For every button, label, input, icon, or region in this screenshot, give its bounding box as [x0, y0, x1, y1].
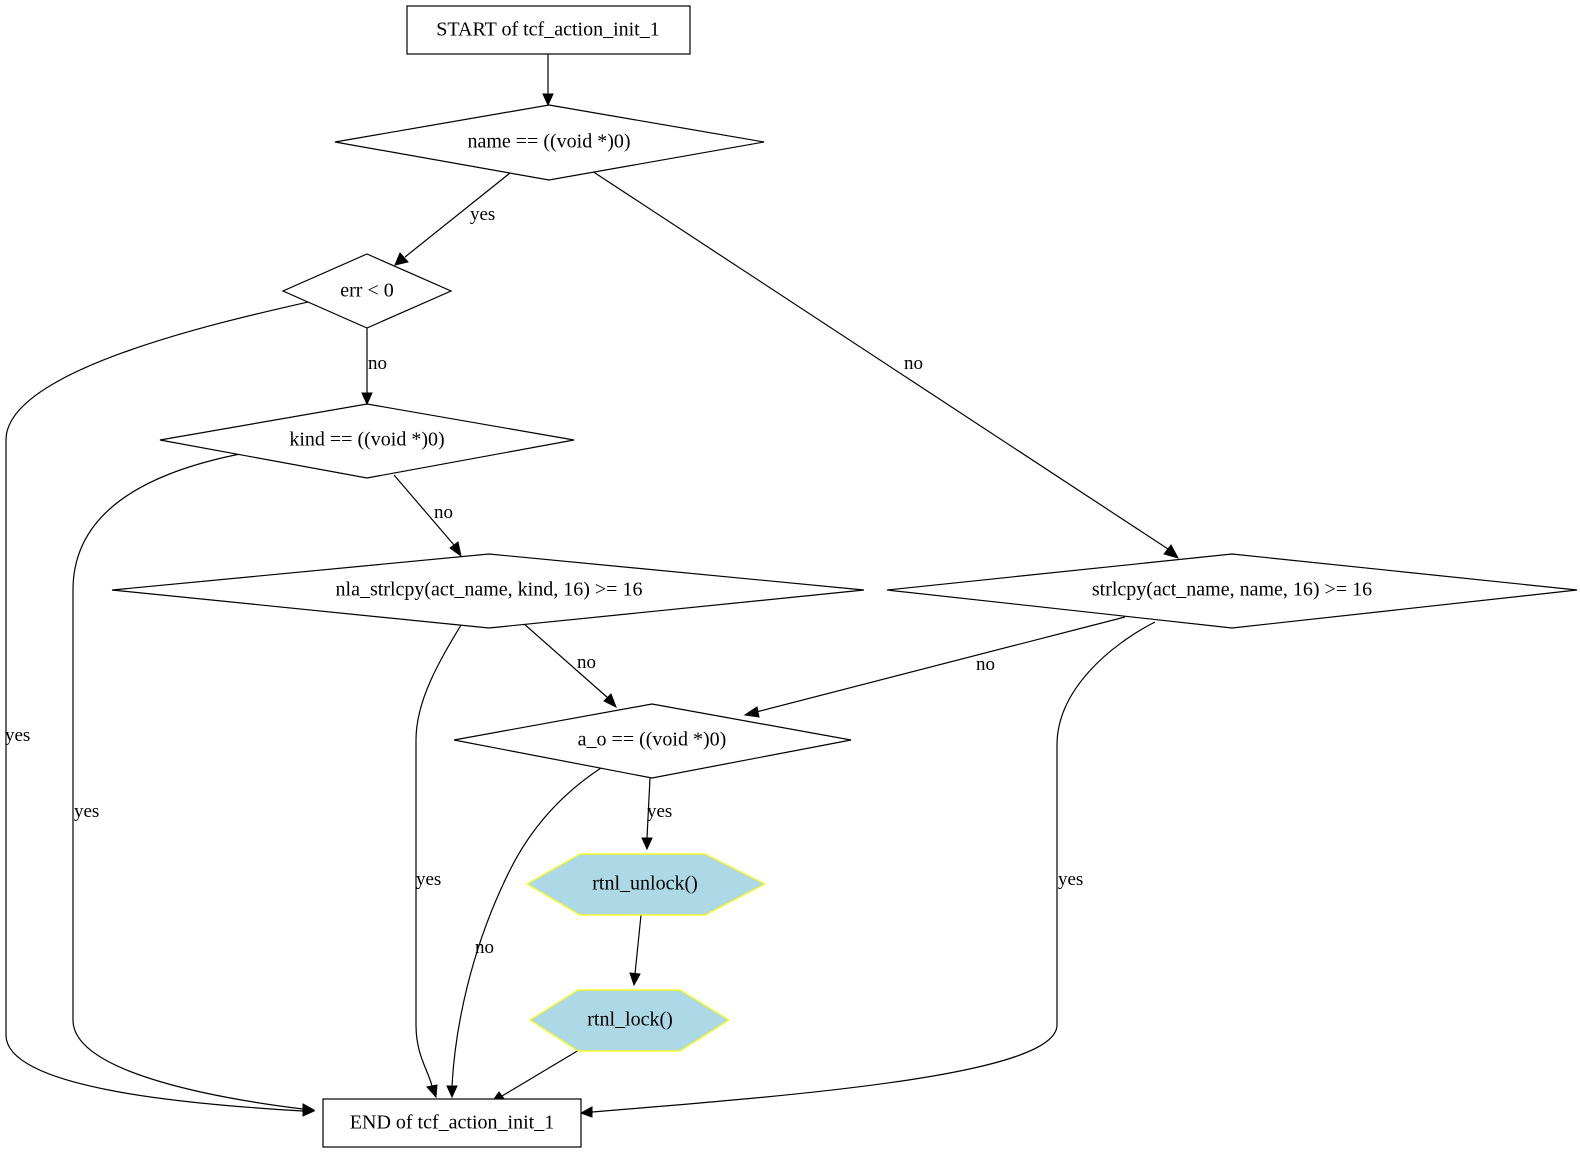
edge-label-strlcpy-yes: yes [1058, 869, 1083, 890]
node-kind-null-check-label: kind == ((void *)0) [289, 429, 444, 451]
node-end[interactable]: END of tcf_action_init_1 [322, 1098, 582, 1148]
edge-label-nla-yes: yes [416, 869, 441, 890]
node-kind-null-check[interactable]: kind == ((void *)0) [159, 403, 575, 479]
edge-label-name-no: no [904, 353, 923, 374]
node-strlcpy-check-label: strlcpy(act_name, name, 16) >= 16 [1092, 579, 1372, 601]
node-a-o-null-check-label: a_o == ((void *)0) [578, 729, 727, 751]
edge-name-no: no [591, 170, 1180, 559]
edge-err-no: no [361, 328, 387, 406]
edge-strlcpy-no: no [743, 616, 1126, 718]
node-rtnl-lock[interactable]: rtnl_lock() [528, 989, 731, 1052]
node-nla-strlcpy-check-label: nla_strlcpy(act_name, kind, 16) >= 16 [336, 579, 643, 601]
edge-unlock-to-lock [629, 914, 642, 987]
node-nla-strlcpy-check[interactable]: nla_strlcpy(act_name, kind, 16) >= 16 [111, 553, 865, 629]
edge-label-ao-yes: yes [647, 801, 672, 822]
edge-nla-no: no [522, 622, 617, 709]
nodes: START of tcf_action_init_1 name == ((voi… [111, 5, 1578, 1148]
node-start-label: START of tcf_action_init_1 [436, 19, 659, 41]
edge-label-name-yes: yes [470, 204, 495, 225]
edge-label-strlcpy-no: no [976, 654, 995, 675]
edge-label-err-no: no [368, 353, 387, 374]
edge-label-ao-no: no [475, 937, 494, 958]
edge-label-nla-no: no [577, 652, 596, 673]
node-err-check[interactable]: err < 0 [281, 253, 453, 329]
edge-ao-yes: yes [641, 777, 672, 851]
node-name-null-check[interactable]: name == ((void *)0) [334, 104, 765, 181]
edge-name-yes: yes [394, 172, 511, 266]
edge-kind-yes: yes [72, 453, 316, 1115]
edge-label-kind-yes: yes [74, 801, 99, 822]
edges: yes no yes no yes no [5, 54, 1180, 1118]
node-start[interactable]: START of tcf_action_init_1 [406, 5, 691, 55]
node-a-o-null-check[interactable]: a_o == ((void *)0) [453, 703, 852, 779]
edge-label-kind-no: no [434, 502, 453, 523]
edge-ao-no: no [446, 767, 602, 1099]
edge-kind-no: no [393, 474, 462, 558]
edge-strlcpy-yes: yes [579, 621, 1156, 1118]
node-rtnl-lock-label: rtnl_lock() [587, 1009, 673, 1031]
edge-label-err-yes: yes [5, 725, 30, 746]
edge-nla-yes: yes [415, 624, 462, 1099]
edge-start-to-name [542, 54, 554, 107]
node-strlcpy-check[interactable]: strlcpy(act_name, name, 16) >= 16 [886, 553, 1578, 629]
node-rtnl-unlock-label: rtnl_unlock() [592, 873, 698, 895]
node-end-label: END of tcf_action_init_1 [350, 1112, 554, 1134]
node-name-null-check-label: name == ((void *)0) [467, 131, 630, 153]
node-rtnl-unlock[interactable]: rtnl_unlock() [525, 853, 767, 916]
edge-lock-to-end [490, 1049, 580, 1103]
node-err-check-label: err < 0 [340, 280, 393, 302]
